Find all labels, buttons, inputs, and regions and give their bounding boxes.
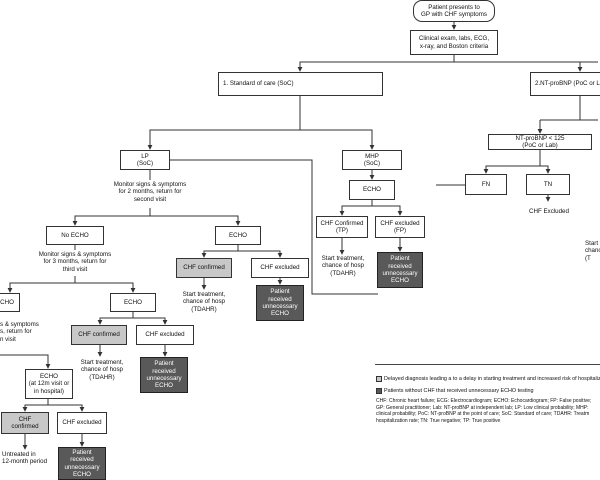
- node-unnecessary-echo-lp: Patient received unnecessary ECHO: [256, 285, 304, 321]
- node-mhp-soc: MHP (SoC): [342, 150, 402, 170]
- label-monitor-2-months: Monitor signs & symptoms for 2 months, r…: [113, 181, 187, 203]
- node-chf-excluded-3m: CHF excluded: [136, 325, 194, 345]
- node-standard-of-care: 1. Standard of care (SoC): [218, 72, 383, 96]
- node-unnecessary-echo-fp: Patient received unnecessary ECHO: [377, 252, 423, 288]
- node-chf-confirmed-3m: CHF confirmed: [71, 325, 127, 345]
- node-ntprobnp: 2.NT-proBNP (PoC or La: [530, 72, 600, 96]
- node-patient-presents: Patient presents to GP with CHF symptoms: [413, 0, 495, 22]
- node-lp-soc: LP (SoC): [120, 150, 170, 170]
- node-echo-lp: ECHO: [215, 226, 261, 245]
- label-monitor-cut: s & symptoms s, return for n visit: [0, 321, 39, 343]
- node-no-echo: No ECHO: [46, 226, 104, 245]
- node-chf-excluded-fp: CHF excluded (FP): [375, 216, 425, 238]
- node-echo-mhp: ECHO: [349, 180, 395, 200]
- node-echo-12m: ECHO (at 12m visit or in hospital): [25, 369, 73, 399]
- node-unnecessary-echo-3m: Patient received unnecessary ECHO: [140, 357, 188, 393]
- node-unnecessary-echo-12m: Patient received unnecessary ECHO: [58, 447, 106, 480]
- label-chf-excluded-tn: CHF Excluded: [529, 208, 569, 215]
- node-chf-excluded-12m: CHF excluded: [57, 412, 107, 434]
- node-chf-confirmed-12m: CHF confirmed: [1, 412, 49, 434]
- node-echo-3m: ECHO: [110, 293, 156, 312]
- legend-swatch-unnecessary: [376, 388, 382, 394]
- legend-swatch-delay: [376, 376, 382, 382]
- node-chf-excluded-lp: CHF excluded: [251, 258, 309, 278]
- node-echo-left: ECHO: [0, 293, 20, 312]
- label-start-treatment-lp: Start treatment, chance of hosp (TDAHR): [182, 291, 226, 313]
- node-chf-confirmed-tp: CHF Confirmed (TP): [316, 216, 368, 238]
- node-ntprobnp-125: NT-proBNP < 125 (PoC or Lab): [488, 134, 592, 150]
- node-chf-confirmed-lp: CHF confirmed: [176, 258, 232, 278]
- node-tn: TN: [526, 174, 570, 195]
- label-start-treatment-3m: Start treatment, chance of hosp (TDAHR): [80, 359, 124, 381]
- legend-label-unnecessary: Patients without CHF that received unnec…: [384, 388, 534, 394]
- legend-divider: [375, 364, 600, 365]
- legend-abbreviations: CHF: Chronic heart failure; ECG: Electro…: [376, 398, 592, 424]
- legend-label-delay: Delayed diagnosis leading a to a delay i…: [384, 376, 600, 382]
- label-monitor-3-months: Monitor signs & symptoms for 3 months, r…: [38, 251, 112, 273]
- label-untreated: Untreated in 12-month period: [2, 451, 48, 466]
- node-clinical-exam: Clinical exam, labs, ECG, x-ray, and Bos…: [410, 30, 498, 55]
- label-start-treatment-cut: Start t chanc (T: [585, 240, 600, 262]
- node-fn: FN: [465, 174, 507, 195]
- label-start-treatment-tp: Start treatment, chance of hosp (TDAHR): [321, 255, 365, 277]
